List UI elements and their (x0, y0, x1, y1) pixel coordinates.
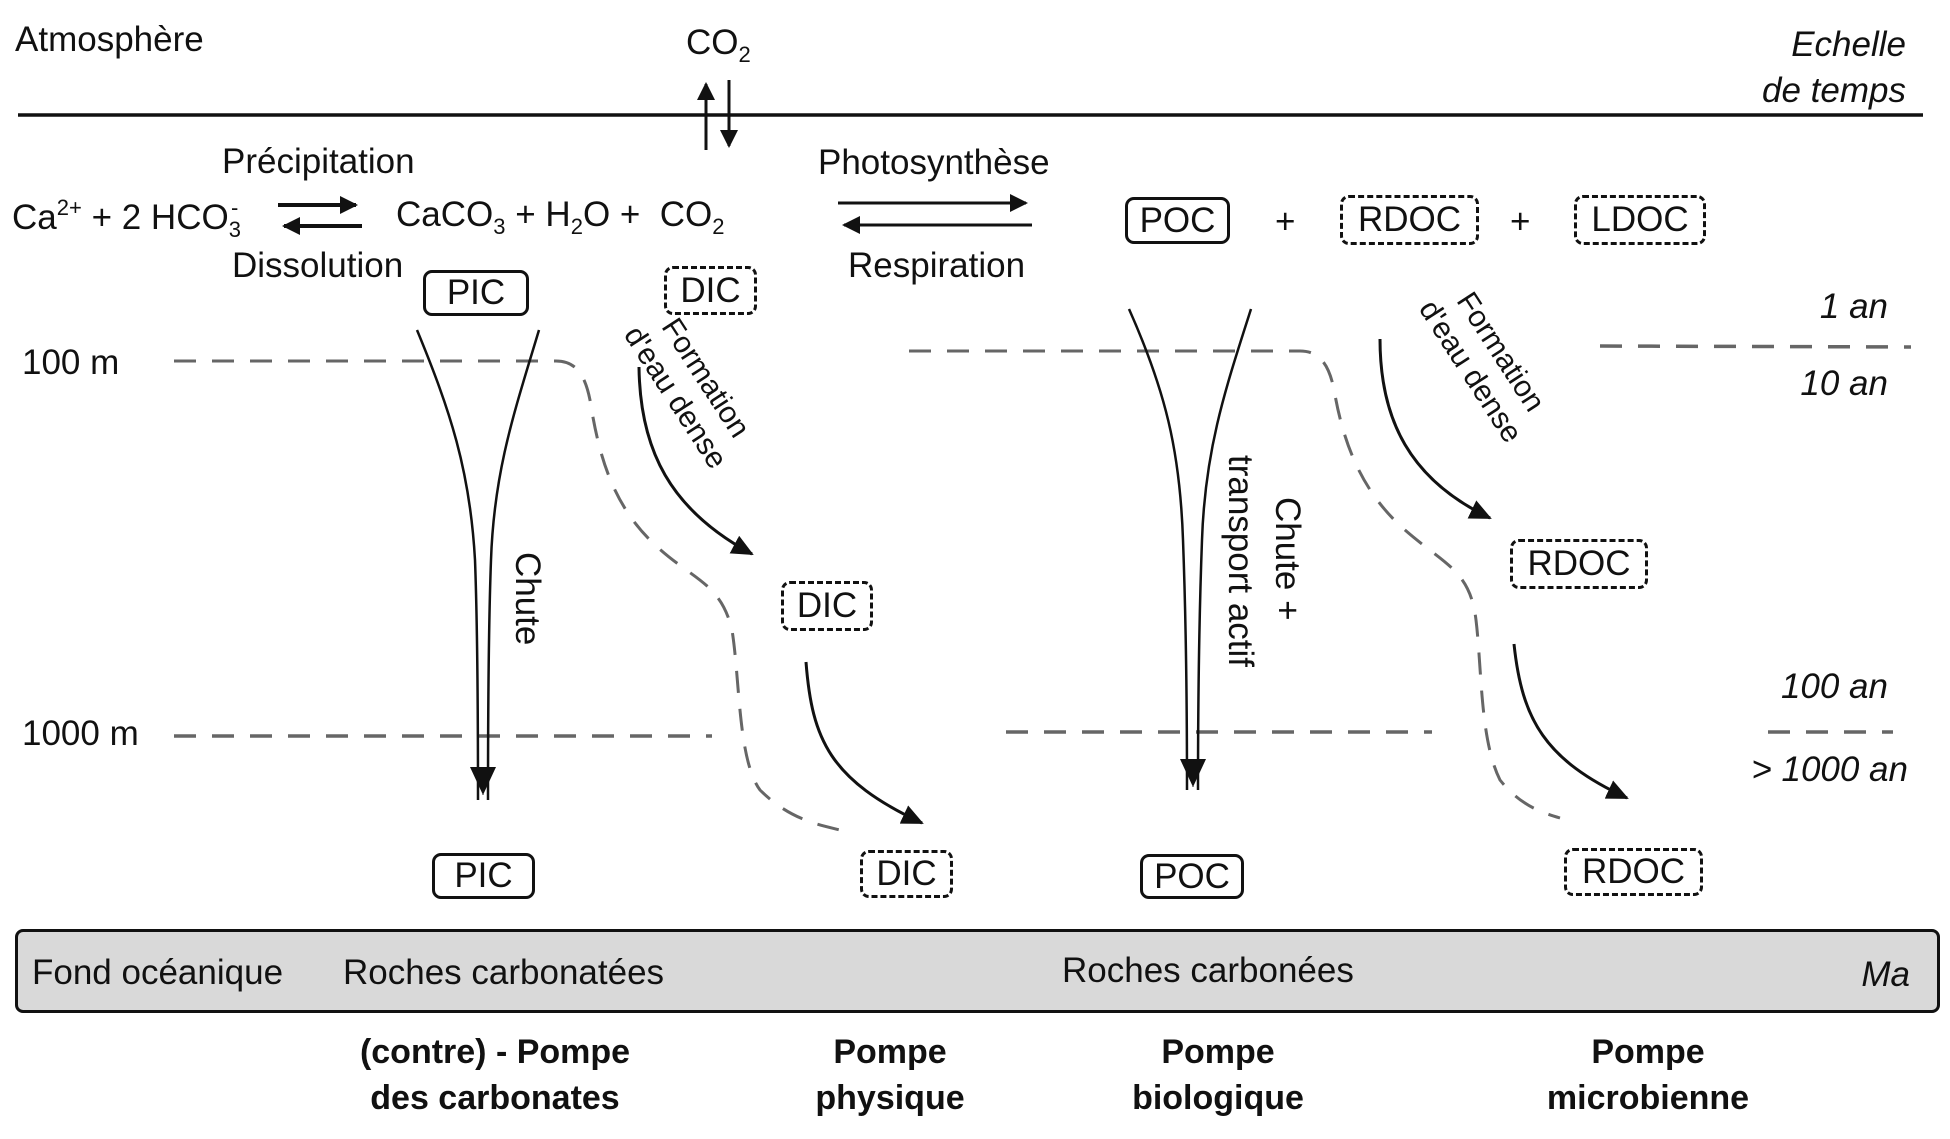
carbonate-rocks-label: Roches carbonatées (343, 953, 665, 992)
plus-sign: + (1510, 202, 1531, 241)
microbial-pump-label: Pompe microbienne (1528, 1029, 1768, 1121)
timescale-100-years: 100 an (1780, 667, 1888, 706)
dic-deep-arrow (804, 661, 924, 825)
pic-sinking-funnel-left (415, 329, 480, 801)
timescale-divider-1-10 (1599, 344, 1912, 349)
depth-1000m-label: 1000 m (22, 714, 139, 753)
bicarbonate-text: + 2 HCO (91, 198, 229, 237)
pump-label-line2: microbienne (1546, 1079, 1750, 1117)
timescale-heading-line2: de temps (1762, 71, 1906, 110)
pic-deep-box: PIC (432, 853, 535, 899)
ca-charge: 2+ (56, 195, 82, 220)
bicarbonate-charge: - (230, 195, 239, 220)
carbonate-equation-rhs: CaCO3 + H2O + CO2 (396, 197, 725, 238)
depth-100m-label: 100 m (22, 343, 120, 382)
pump-label-line1: Pompe (833, 1033, 947, 1071)
precipitation-label: Précipitation (222, 142, 415, 181)
co2-text: CO (686, 23, 739, 62)
poc-sinking-funnel-right (1196, 308, 1253, 791)
dic-dense-water-arrow (637, 366, 754, 556)
rdoc-deep-arrow (1512, 643, 1629, 800)
timescale-1000-years: > 1000 an (1751, 750, 1908, 789)
carbonate-equation-lhs: Ca2+ + 2 HCO3- (12, 195, 241, 242)
ldoc-surface-box: LDOC (1574, 195, 1706, 245)
rdoc-surface-box: RDOC (1340, 195, 1479, 245)
water-o-text: O + (582, 195, 641, 234)
poc-sinking-funnel-left (1127, 308, 1189, 791)
pump-label-line1: Pompe (1161, 1033, 1275, 1071)
pic-sinking-funnel-right (486, 329, 541, 801)
pump-label-line1: (contre) - Pompe (359, 1033, 631, 1071)
water-subscript: 2 (570, 214, 583, 239)
depth-100m-boundary-carbonate (174, 359, 841, 832)
carbonate-pump-label: (contre) - Pompe des carbonates (340, 1029, 650, 1121)
pic-surface-box: PIC (423, 270, 529, 316)
dic-deep-box: DIC (860, 850, 953, 898)
co2-subscript: 2 (738, 42, 751, 67)
pump-label-line2: des carbonates (370, 1079, 620, 1117)
caco3-subscript: 3 (493, 214, 506, 239)
dissolved-co2-text: CO (659, 195, 713, 234)
dic-intermediate-box: DIC (781, 581, 873, 631)
dissolution-label: Dissolution (232, 246, 404, 285)
timescale-heading-line1: Echelle (1791, 25, 1906, 64)
caco3-text: CaCO (396, 195, 494, 234)
chute-transport-label-line1: Chute + (1268, 497, 1307, 621)
chute-label: Chute (508, 552, 547, 646)
respiration-label: Respiration (848, 246, 1026, 285)
pump-label-line2: biologique (1132, 1079, 1304, 1117)
ca-text: Ca (12, 198, 57, 237)
chute-transport-label-line2: transport actif (1221, 455, 1260, 668)
carbon-rocks-label: Roches carbonées (1062, 951, 1354, 990)
dissolved-co2-subscript: 2 (712, 214, 725, 239)
pump-label-line1: Pompe (1591, 1033, 1705, 1071)
depth-100m-boundary-biological (909, 349, 1561, 820)
photosynthesis-label: Photosynthèse (818, 143, 1050, 182)
bicarbonate-subscript: 3 (228, 217, 241, 242)
rdoc-deep-box: RDOC (1564, 848, 1703, 896)
seafloor-label: Fond océanique (32, 953, 284, 992)
pump-label-line2: physique (815, 1079, 965, 1117)
timescale-million-years: Ma (1861, 955, 1910, 994)
timescale-10-years: 10 an (1800, 364, 1888, 403)
dic-surface-box: DIC (664, 266, 757, 315)
poc-deep-box: POC (1140, 854, 1244, 899)
water-text: + H (515, 195, 571, 234)
atmospheric-co2-label: CO2 (686, 25, 751, 66)
poc-surface-box: POC (1125, 197, 1230, 244)
rdoc-dense-water-arrow (1378, 338, 1492, 520)
atmosphere-label: Atmosphère (15, 20, 204, 59)
physical-pump-label: Pompe physique (790, 1029, 990, 1121)
rdoc-intermediate-box: RDOC (1510, 539, 1648, 589)
timescale-heading: Echelle de temps (1762, 22, 1906, 114)
biological-pump-label: Pompe biologique (1118, 1029, 1318, 1121)
plus-sign: + (1275, 202, 1296, 241)
seafloor-band (15, 929, 1940, 1013)
timescale-1-year: 1 an (1819, 287, 1888, 326)
